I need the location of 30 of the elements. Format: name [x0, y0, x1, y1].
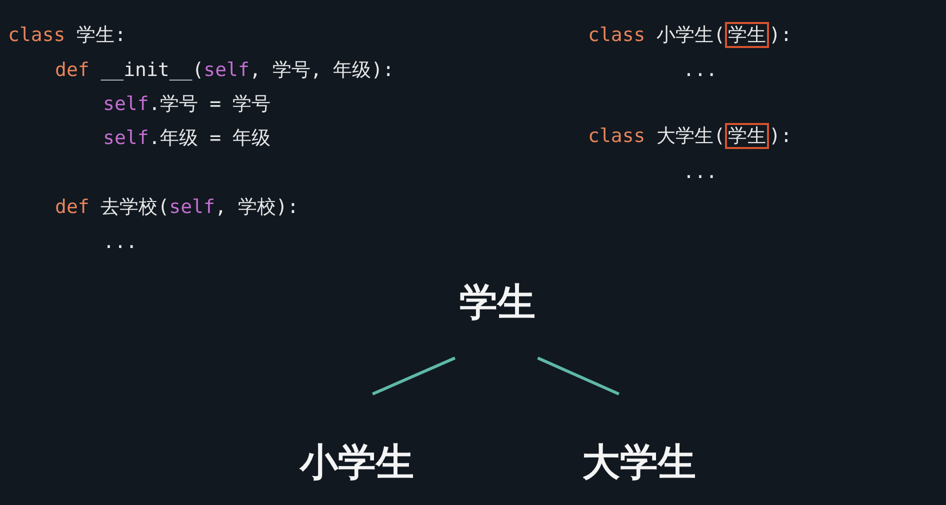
code-text: ):	[769, 124, 792, 148]
code-keyword: def	[55, 195, 90, 219]
code-keyword: class	[588, 23, 646, 47]
highlighted-class-name: 学生	[725, 123, 770, 149]
code-self: self	[169, 195, 215, 219]
class-name: 大学生	[582, 440, 696, 484]
highlighted-class-name: 学生	[725, 22, 770, 48]
code-keyword: class	[8, 23, 66, 47]
class-name: 小学生	[300, 440, 414, 484]
code-text: ):	[769, 23, 792, 47]
code-self: self	[103, 92, 149, 116]
code-text: .学号 = 学号	[148, 92, 271, 116]
code-self: self	[103, 126, 149, 150]
code-text: , 学校):	[214, 195, 299, 219]
code-self: self	[204, 58, 250, 82]
code-text: .年级 = 年级	[148, 126, 271, 150]
code-text: 大学生(	[656, 124, 726, 148]
code-text: ...	[683, 58, 718, 82]
code-text: __init__(	[100, 58, 204, 82]
code-text: 小学生(	[656, 23, 726, 47]
code-keyword: def	[55, 58, 90, 82]
code-text: ...	[683, 160, 718, 184]
code-text: 去学校(	[100, 195, 170, 219]
class-name: 学生	[460, 280, 536, 324]
code-keyword: class	[588, 124, 646, 148]
connector-line	[372, 356, 456, 396]
code-text: ...	[103, 230, 138, 254]
code-text: , 学号, 年级):	[249, 58, 394, 82]
code-text: 学生:	[76, 23, 126, 47]
connector-line	[537, 356, 620, 396]
